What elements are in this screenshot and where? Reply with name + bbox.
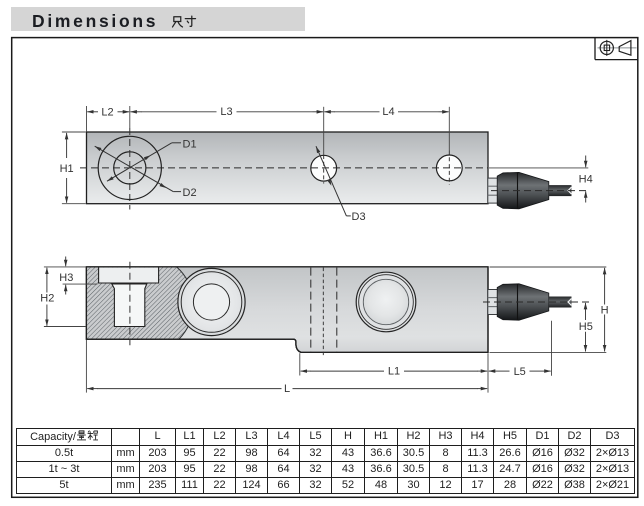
svg-text:H3: H3 bbox=[59, 272, 73, 284]
svg-text:H5: H5 bbox=[579, 321, 593, 333]
svg-text:L4: L4 bbox=[382, 106, 394, 118]
svg-text:L3: L3 bbox=[220, 106, 232, 118]
svg-text:L1: L1 bbox=[388, 366, 400, 378]
svg-text:L2: L2 bbox=[101, 107, 113, 119]
svg-text:H: H bbox=[601, 304, 609, 316]
svg-text:L: L bbox=[284, 383, 290, 395]
svg-text:L5: L5 bbox=[514, 366, 526, 378]
svg-text:D3: D3 bbox=[352, 211, 366, 223]
svg-text:H4: H4 bbox=[579, 173, 593, 185]
svg-text:D2: D2 bbox=[183, 187, 197, 199]
svg-text:D1: D1 bbox=[183, 138, 197, 150]
svg-text:H1: H1 bbox=[60, 163, 74, 175]
svg-text:H2: H2 bbox=[40, 292, 54, 304]
